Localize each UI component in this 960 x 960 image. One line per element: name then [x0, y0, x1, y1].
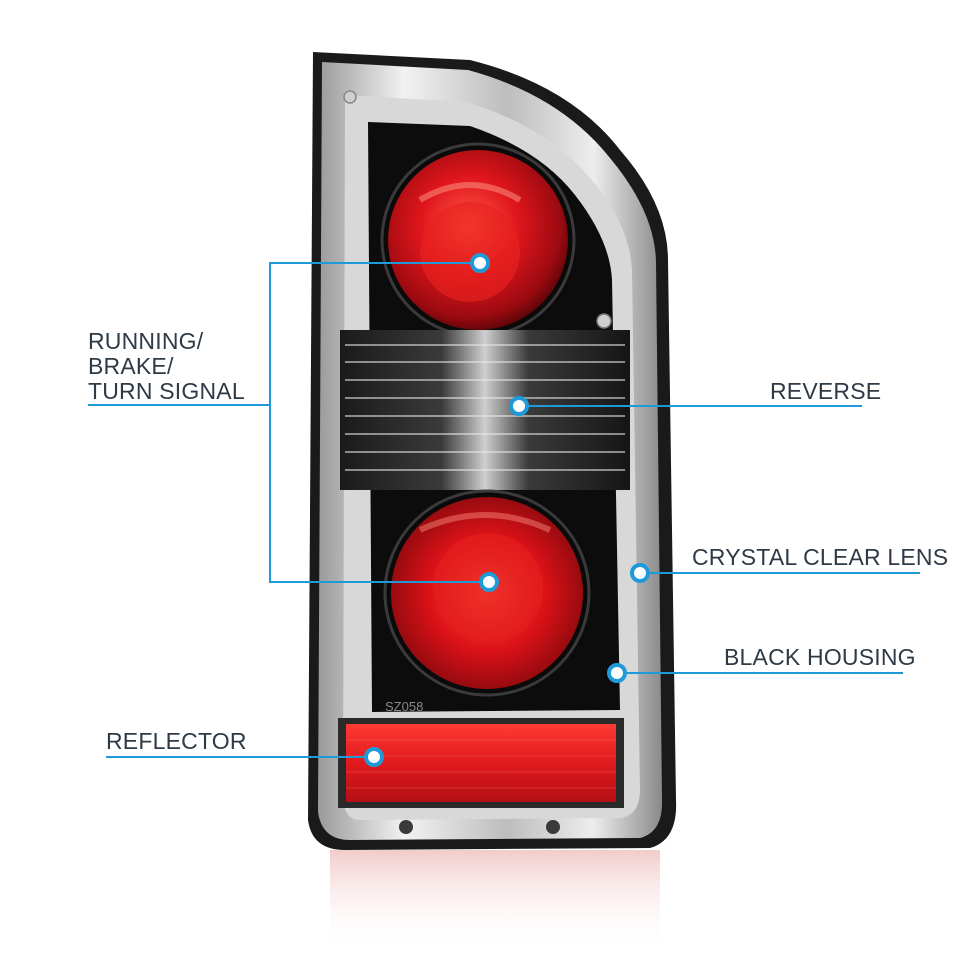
top-lens-center — [420, 202, 520, 302]
callout-dot-top-lens — [470, 253, 490, 273]
reflector-texture — [346, 739, 616, 789]
reverse-lens-ridges — [345, 344, 625, 471]
callout-dot-crystal-clear — [630, 563, 650, 583]
bottom-lens-highlight — [418, 512, 552, 533]
floor-reflection — [330, 850, 660, 950]
bottom-mount-hole-left — [399, 820, 413, 834]
label-crystal-clear-lens: CRYSTAL CLEAR LENS — [692, 544, 949, 570]
callout-dot-reflector — [364, 747, 384, 767]
label-black-housing: BLACK HOUSING — [724, 644, 916, 670]
callout-lines — [88, 262, 920, 758]
callout-dots — [364, 253, 650, 767]
label-running-line-3: TURN SIGNAL — [88, 378, 245, 404]
callout-line-running-bracket — [269, 262, 488, 583]
mount-screw — [596, 313, 612, 329]
lens-part-code: SZ058 — [385, 699, 423, 714]
label-reflector: REFLECTOR — [106, 728, 247, 754]
label-running-line-1: RUNNING/ — [88, 328, 204, 354]
label-reverse: REVERSE — [770, 378, 882, 404]
label-running-brake-turn: RUNNING/ BRAKE/ TURN SIGNAL — [88, 329, 245, 404]
callout-dot-bottom-lens — [479, 572, 499, 592]
reverse-lens — [340, 330, 630, 490]
callout-dot-reverse — [509, 396, 529, 416]
bottom-mount-hole-right — [546, 820, 560, 834]
label-running-line-2: BRAKE/ — [88, 353, 174, 379]
reflector-lens — [346, 724, 616, 802]
top-lens-highlight — [418, 182, 522, 203]
callout-dot-black-housing — [607, 663, 627, 683]
mount-screw-top — [343, 90, 357, 104]
